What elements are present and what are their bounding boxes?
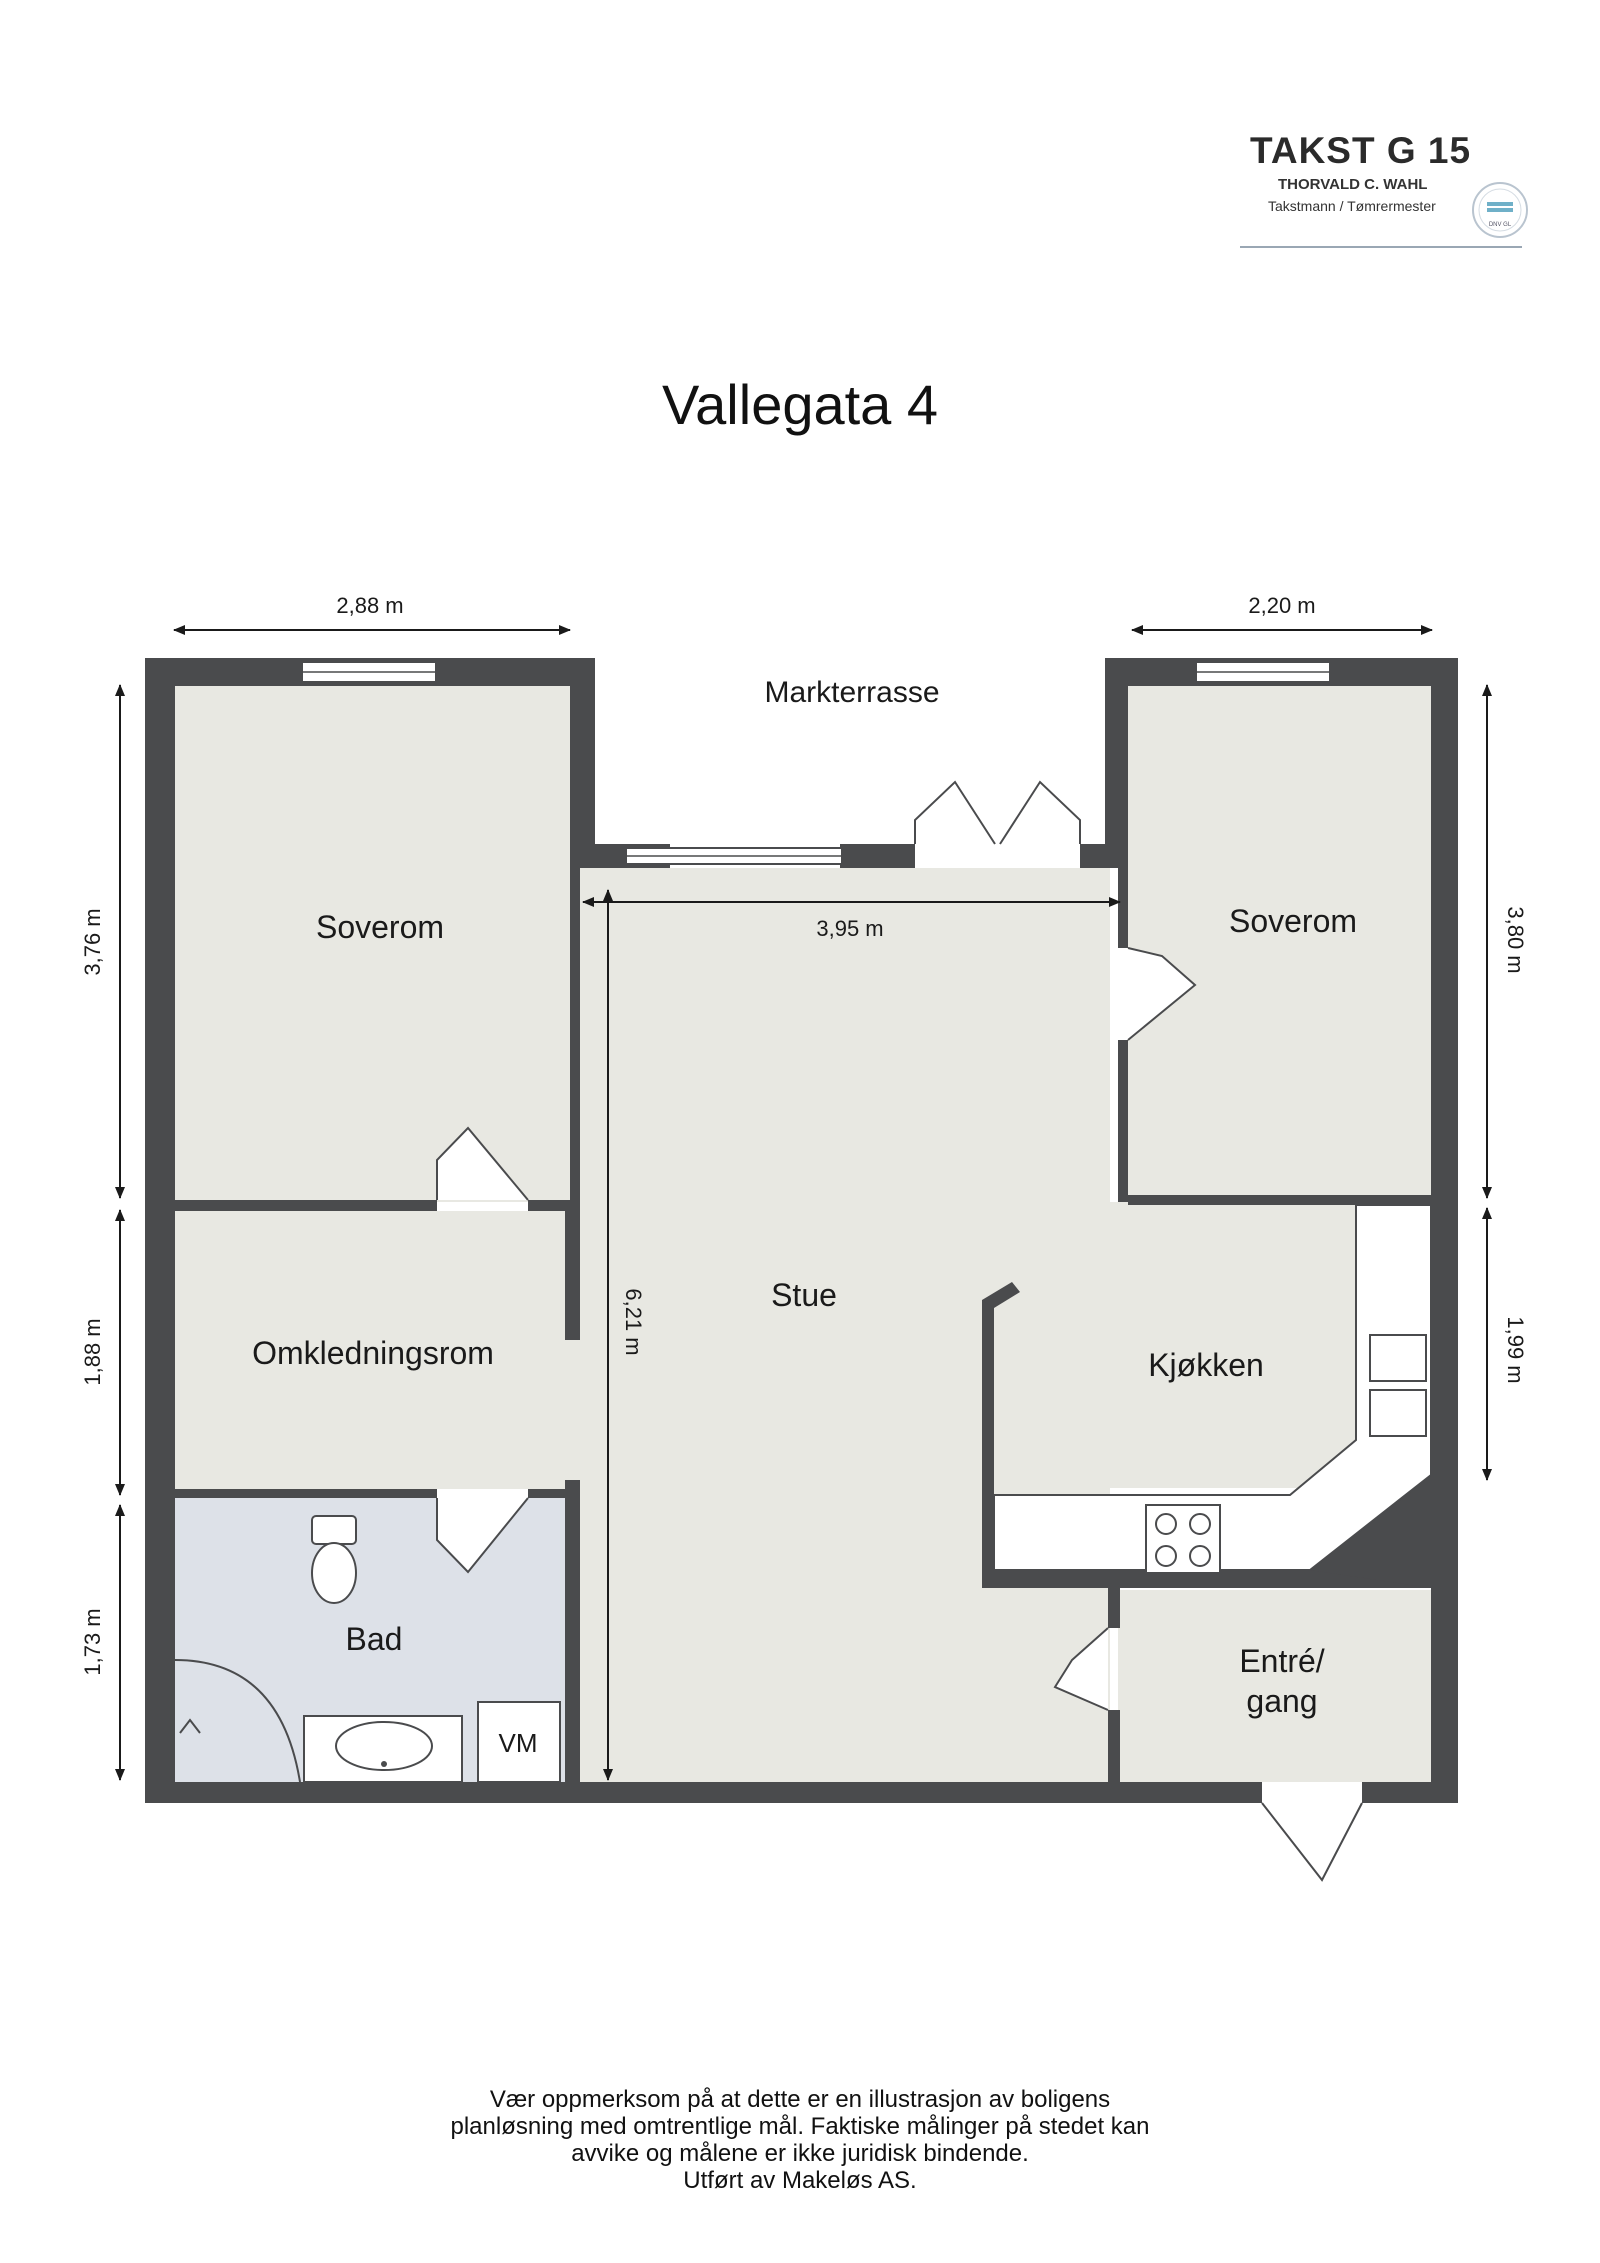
- wall-kjokken-west: [982, 1300, 994, 1582]
- terrace-door-left: [914, 780, 996, 845]
- floor-omkledningsrom: [170, 1211, 570, 1489]
- dim-top-left: 2,88 m: [336, 593, 403, 618]
- cooktop-icon: [1145, 1504, 1221, 1574]
- label-omkledningsrom: Omkledningsrom: [252, 1335, 494, 1371]
- wall-terrace-right: [1080, 844, 1128, 868]
- wall-omkled-bad-b: [528, 1489, 570, 1498]
- label-entre-line1: Entré/: [1239, 1643, 1324, 1679]
- dim-top-right: 2,20 m: [1248, 593, 1315, 618]
- burner-icon: [1155, 1513, 1177, 1535]
- burner-icon: [1189, 1545, 1211, 1567]
- kitchen-counter: [993, 1204, 1432, 1574]
- shower-curve: [174, 1659, 301, 1783]
- wall-omkled-bad-a: [170, 1489, 437, 1498]
- wall-soverom-omkled-a: [170, 1200, 437, 1211]
- door-entre-stue: [1053, 1627, 1109, 1711]
- wall-soverom-omkled-b: [528, 1200, 570, 1211]
- logo-underline: [1240, 246, 1522, 248]
- opening-omkledningsrom: [570, 1340, 590, 1480]
- wall-right-room-west-b: [1118, 1040, 1128, 1202]
- label-bad: Bad: [346, 1621, 403, 1657]
- wall-kjokken-stub: [982, 1282, 1020, 1308]
- toilet-tank-icon: [311, 1515, 357, 1545]
- logo-name: THORVALD C. WAHL: [1278, 176, 1428, 193]
- bathroom-fixtures: [174, 1515, 561, 1783]
- disclaimer-line: Vær oppmerksom på at dette er en illustr…: [489, 2086, 1111, 2113]
- page-title: Vallegata 4: [661, 373, 939, 436]
- logo-title: TAKST G 15: [1250, 130, 1472, 171]
- wall-terrace-mid: [840, 844, 915, 868]
- wall-stue-west-upper: [570, 868, 580, 1208]
- wall-left-room-east-upper: [570, 658, 595, 868]
- floor-soverom-left: [170, 686, 570, 1202]
- doors: [436, 780, 1363, 1882]
- disclaimer-line: Utført av Makeløs AS.: [683, 2167, 917, 2194]
- dim-left-1: 3,76 m: [80, 908, 105, 975]
- wall-entre-west-a: [1108, 1588, 1120, 1628]
- burner-icon: [1155, 1545, 1177, 1567]
- floor-entre: [1118, 1590, 1431, 1782]
- logo-role: Takstmann / Tømrermester: [1268, 198, 1436, 214]
- label-stue: Stue: [771, 1277, 837, 1313]
- wall-right-room-west-upper: [1105, 658, 1128, 868]
- floor-soverom-right: [1128, 686, 1431, 1202]
- sink-basin-icon: [1369, 1389, 1427, 1437]
- certification-seal-icon: DNV GL: [1472, 182, 1528, 238]
- wall-stue-west-lower: [565, 1480, 580, 1782]
- seal-text: DNV GL: [1489, 222, 1512, 228]
- wall-right: [1431, 658, 1458, 1803]
- window-lines: [302, 671, 1330, 857]
- disclaimer-line: avvike og målene er ikke juridisk binden…: [571, 2140, 1029, 2167]
- company-logo: TAKST G 15 THORVALD C. WAHL Takstmann / …: [1240, 128, 1540, 250]
- label-entre-line2: gang: [1246, 1683, 1317, 1719]
- door-soverom-left: [436, 1126, 529, 1201]
- entrance-opening: [1262, 1782, 1362, 1803]
- wall-soverom-kjokken: [1128, 1195, 1431, 1205]
- label-soverom-left: Soverom: [316, 909, 444, 945]
- terrace-door-right: [999, 780, 1081, 845]
- dimension-lines: [115, 625, 1492, 1781]
- dim-left-2: 1,88 m: [80, 1318, 105, 1385]
- wall-left: [145, 658, 175, 1803]
- door-bad: [436, 1497, 529, 1574]
- label-soverom-right: Soverom: [1229, 903, 1357, 939]
- washing-machine-icon: [477, 1701, 561, 1783]
- wall-stue-west-mid: [565, 1208, 580, 1340]
- door-soverom-right: [1127, 947, 1197, 1041]
- disclaimer-line: planløsning med omtrentlige mål. Faktisk…: [450, 2113, 1150, 2140]
- dim-stue-height: 6,21 m: [621, 1288, 646, 1355]
- dim-right-1: 3,80 m: [1503, 906, 1528, 973]
- wall-kjokken-south: [982, 1570, 1458, 1588]
- wall-kjokken-corner: [1310, 1475, 1431, 1588]
- dim-stue-width: 3,95 m: [816, 916, 883, 941]
- toilet-bowl-icon: [311, 1542, 357, 1604]
- entrance-door: [1261, 1802, 1363, 1882]
- dim-right-2: 1,99 m: [1503, 1316, 1528, 1383]
- sink-basin-icon: [1369, 1334, 1427, 1382]
- label-vm: VM: [499, 1728, 538, 1758]
- burner-icon: [1189, 1513, 1211, 1535]
- wall-right-room-west-a: [1118, 868, 1128, 948]
- wall-entre-west-b: [1108, 1710, 1120, 1782]
- wall-bottom: [145, 1782, 1458, 1803]
- basin-icon: [335, 1721, 433, 1771]
- label-kjokken: Kjøkken: [1148, 1347, 1264, 1383]
- disclaimer: Vær oppmerksom på at dette er en illustr…: [300, 2086, 1300, 2194]
- label-markterrasse: Markterrasse: [764, 676, 939, 709]
- dim-left-3: 1,73 m: [80, 1608, 105, 1675]
- counter-l-shape: [993, 1204, 1432, 1571]
- shower-head-icon: [179, 1718, 201, 1734]
- drain-icon: [381, 1761, 387, 1767]
